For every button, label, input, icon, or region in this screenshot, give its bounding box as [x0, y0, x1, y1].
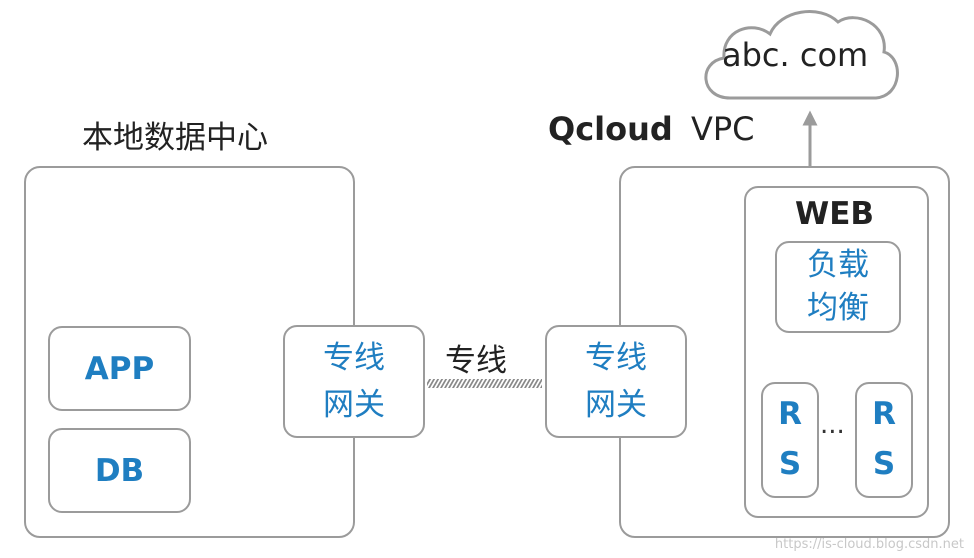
real-server-ellipsis: ... — [820, 410, 845, 440]
right-gateway-node: 专线 网关 — [545, 325, 687, 438]
lb-line1: 负载 — [807, 246, 869, 283]
app-label: APP — [84, 350, 155, 387]
left-gateway-line1: 专线 — [323, 340, 385, 376]
web-label: WEB — [795, 196, 874, 232]
right-site-title-bold: Qcloud — [548, 110, 673, 148]
load-balancer-node: 负载 均衡 — [775, 241, 901, 333]
right-site-title-rest: VPC — [690, 110, 755, 148]
real-server-left: R S — [761, 382, 819, 498]
db-node: DB — [48, 428, 191, 513]
watermark-text: https://is-cloud.blog.csdn.net — [774, 537, 964, 552]
leased-line-label: 专线 — [445, 343, 507, 379]
lb-line2: 均衡 — [807, 290, 869, 326]
internet-domain-label: abc. com — [722, 36, 869, 74]
rs-right-line1: R — [872, 396, 896, 433]
cloud-shape — [704, 10, 899, 100]
left-gateway-line2: 网关 — [323, 386, 385, 423]
rs-left-line2: S — [778, 446, 802, 482]
right-gateway-line1: 专线 — [585, 340, 647, 376]
db-label: DB — [94, 452, 145, 489]
app-node: APP — [48, 326, 191, 411]
leased-line — [427, 379, 542, 388]
right-site-title: Qcloud VPC — [548, 110, 755, 148]
right-gateway-line2: 网关 — [585, 386, 647, 423]
rs-left-line1: R — [778, 396, 802, 433]
left-site-title: 本地数据中心 — [82, 120, 268, 156]
rs-right-line2: S — [872, 446, 896, 482]
real-server-right: R S — [855, 382, 913, 498]
left-gateway-node: 专线 网关 — [283, 325, 425, 438]
